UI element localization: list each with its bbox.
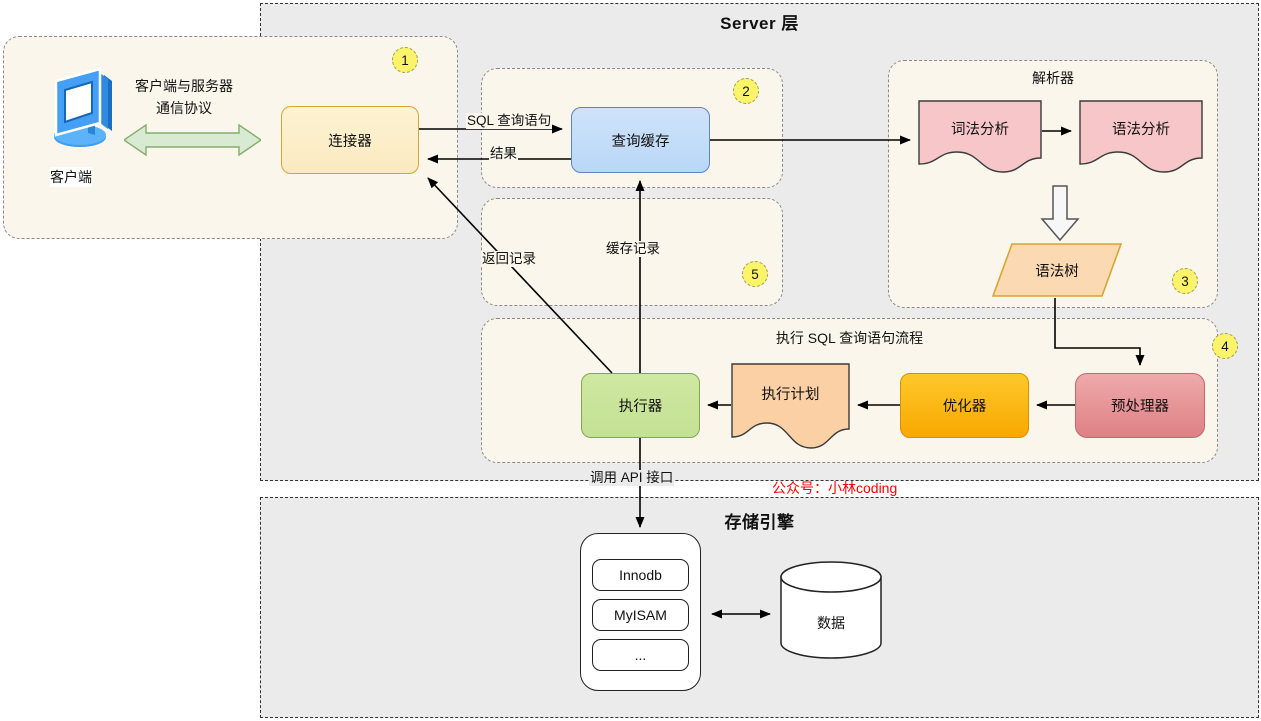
exec-zone-title: 执行 SQL 查询语句流程 [775,330,924,346]
parser-zone-title: 解析器 [1032,70,1074,86]
edge-label-return-record: 返回记录 [481,251,537,267]
parser-node[interactable]: 语法分析 [1079,100,1203,173]
watermark: 公众号：小林coding [772,480,898,496]
edge-label-sql-query: SQL 查询语句 [466,113,553,129]
connector-node[interactable]: 连接器 [281,106,419,174]
optimizer-node[interactable]: 优化器 [900,373,1029,438]
client-label: 客户端 [50,167,92,187]
badge-5: 5 [742,261,768,287]
executor-node[interactable]: 执行器 [581,373,700,438]
storage-layer [260,497,1259,718]
edge-label-result: 结果 [489,146,518,162]
badge-1: 1 [392,47,418,73]
edge-label-call-api: 调用 API 接口 [589,470,675,486]
engine-myisam-item[interactable]: MyISAM [592,599,689,631]
query-cache-node[interactable]: 查询缓存 [571,107,710,173]
block-arrow-down-icon [1040,185,1080,242]
data-store-label: 数据 [817,615,845,631]
lexer-node[interactable]: 词法分析 [918,100,1042,173]
preprocessor-node[interactable]: 预处理器 [1075,373,1205,438]
server-layer-title: Server 层 [720,14,799,33]
badge-4: 4 [1212,333,1238,359]
monitor-icon [48,65,120,151]
protocol-label-line1: 客户端与服务器 [135,78,233,94]
engine-other-item[interactable]: ... [592,639,689,671]
badge-2: 2 [733,78,759,104]
protocol-label-line2: 通信协议 [156,100,212,116]
engine-innodb-item[interactable]: Innodb [592,559,689,591]
cylinder-icon[interactable] [780,561,882,659]
badge-3: 3 [1172,268,1198,294]
syntax-tree-label: 语法树 [1035,264,1079,280]
syntax-tree-node[interactable]: 语法树 [991,242,1123,298]
storage-layer-title: 存储引擎 [724,513,795,532]
edge-label-cache-record: 缓存记录 [605,241,661,257]
exec-plan-node[interactable]: 执行计划 [731,363,850,450]
double-arrow-icon [122,122,263,158]
